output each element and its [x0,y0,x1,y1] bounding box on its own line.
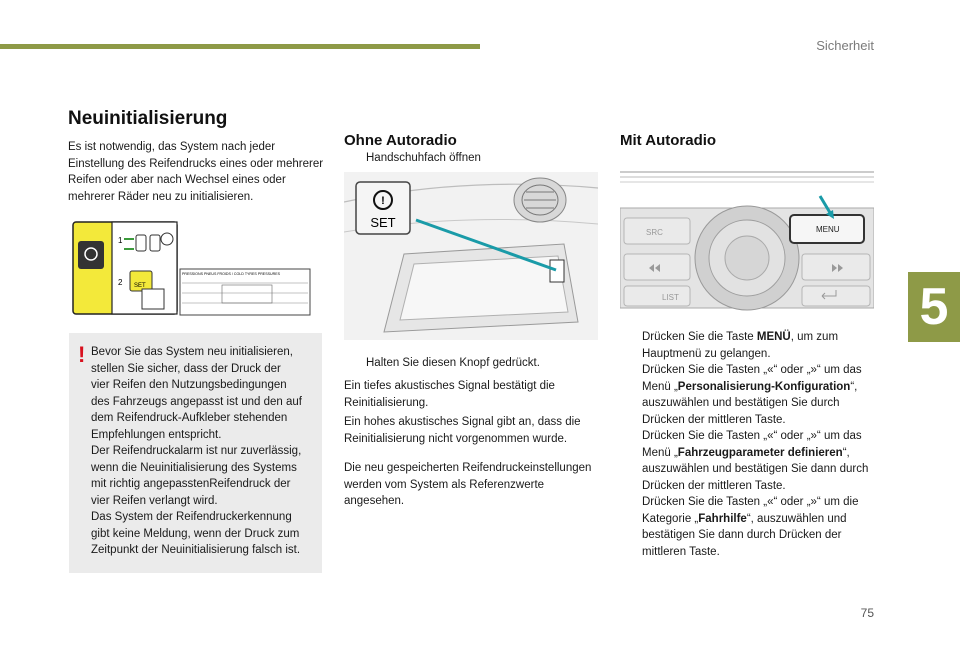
back-icon [821,290,837,300]
step-personalisation: Drücken Sie die Tasten „«“ oder „»“ um d… [620,362,876,428]
step-text: Drücken Sie die Tasten „«“ oder „»“ um d… [642,494,876,560]
page-title: Neuinitialisierung [68,108,228,129]
warning-line: Der Reifendruckalarm ist nur zuverlässig… [91,445,302,457]
step-text-post: “, auszuwählen und bestätigen Sie dann d… [642,512,847,558]
step-driving-aid: Drücken Sie die Tasten „«“ oder „»“ um d… [620,494,876,560]
set-button-label: SET [370,215,395,230]
bullet-icon [620,329,642,362]
page-number: 75 [860,606,874,620]
label-sticker-heading: PRESSIONS PNEUS FROIDS / COLD TYRES PRES… [182,272,281,276]
warning-icon: ! [78,342,86,367]
low-signal-paragraph: Ein tiefes akustisches Signal bestätigt … [344,380,555,409]
step-text: Handschuhfach öffnen [366,152,481,164]
warning-text: Bevor Sie das System neu initialisieren,… [91,344,315,559]
warning-box: ! Bevor Sie das System neu initialisiere… [69,333,322,573]
warning-line: des Fahrzeugs angepasst ist und den auf [91,395,302,408]
label-set-text: SET [134,283,146,289]
warning-line: mit richtig angepasstenReifendruck der [91,478,291,490]
warning-line: vier Reifen verlangt wird. [91,494,218,507]
tyre-label-illustration: 1 2 SET PRESSIONS PNEUS FROIDS / COLD TY… [72,221,312,317]
step-text-pre: Drücken Sie die Tasten „«“ oder „»“ um d… [642,496,859,525]
step-text-post: , um zum Hauptmenü zu gelangen. [642,331,839,360]
step-hold-button: Halten Sie diesen Knopf gedrückt. [344,355,599,372]
step-text: Halten Sie diesen Knopf gedrückt. [366,357,540,369]
warning-line: stellen Sie sicher, dass der Druck der [91,362,281,375]
bullet-icon [620,428,642,494]
chapter-tab: 5 [908,272,960,342]
radio-list-button: LIST [662,293,679,302]
section-title-without-radio: Ohne Autoradio [344,132,457,149]
bullet-icon [620,494,642,560]
high-signal-paragraph: Ein hohes akustisches Signal gibt an, da… [344,416,581,445]
warning-line: Bevor Sie das System neu initialisieren, [91,346,293,358]
section-title-with-radio: Mit Autoradio [620,132,717,149]
step-open-glovebox: Handschuhfach öffnen [344,150,599,167]
step-text-pre: Drücken Sie die Tasten „«“ oder „»“ um d… [642,364,862,393]
warning-line: dem Reifendruck-Aufkleber stehenden [91,412,288,424]
header-accent-bar [0,44,480,49]
warning-line: Das System der Reifendruckerkennung [91,511,292,523]
forward-icon [832,264,843,272]
step-text-pre: Drücken Sie die Taste [642,331,757,343]
section-label: Sicherheit [816,38,874,53]
radio-steps: Drücken Sie die Taste MENÜ, um zum Haupt… [620,329,876,560]
step-text-bold: MENÜ [756,331,791,343]
radio-src-button: SRC [646,228,663,237]
warning-line: gibt keine Meldung, wenn der Druck zum [91,527,300,540]
step-text-pre: Drücken Sie die Tasten „«“ oder „»“ um d… [642,430,862,459]
glovebox-illustration: ! SET [344,172,598,340]
label-step-1: 1 [118,236,123,245]
step-text-post: “, auszuwählen und bestätigen Sie durch … [642,380,858,426]
step-vehicle-parameters: Drücken Sie die Tasten „«“ oder „»“ um d… [620,428,876,494]
label-step-2: 2 [118,278,123,287]
warning-line: Zeitpunkt der Neuinitialisierung falsch … [91,544,301,556]
step-text-bold: Fahrzeugparameter definieren [677,446,843,459]
intro-paragraph: Es ist notwendig, das System nach jeder … [68,141,324,203]
bullet-icon [344,150,366,167]
warning-line: Empfehlungen entspricht. [91,428,222,441]
reference-values-paragraph: Die neu gespeicherten Reifendruckeinstel… [344,462,592,507]
step-text: Drücken Sie die Taste MENÜ, um zum Haupt… [642,329,876,362]
step-text-post: “, auszuwählen und bestätigen Sie dann d… [642,446,869,492]
bullet-icon [344,355,366,372]
radio-illustration: SRC MENU LIST [620,170,874,316]
step-text: Drücken Sie die Tasten „«“ oder „»“ um d… [642,362,876,428]
step-text-bold: Personalisierung-Konfiguration [677,380,851,393]
tyre-warning-icon: ! [381,195,385,207]
warning-line: vier Reifen den Nutzungsbedingungen [91,379,287,391]
rewind-icon [649,264,660,272]
step-text: Drücken Sie die Tasten „«“ oder „»“ um d… [642,428,876,494]
radio-menu-button: MENU [816,225,840,234]
step-text-bold: Fahrhilfe [698,512,747,525]
warning-line: wenn die Neuinitialisierung des Systems [91,461,297,474]
bullet-icon [620,362,642,428]
step-press-menu: Drücken Sie die Taste MENÜ, um zum Haupt… [620,329,876,362]
